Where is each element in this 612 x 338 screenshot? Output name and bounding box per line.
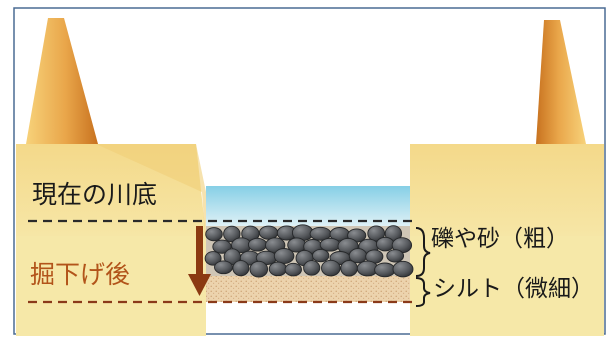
gravel-stone bbox=[303, 260, 321, 276]
silt-layer bbox=[206, 272, 410, 302]
gravel-brace bbox=[415, 227, 431, 277]
right-bank bbox=[410, 20, 604, 336]
gravel-stone bbox=[284, 262, 302, 277]
gravel-stone bbox=[249, 260, 269, 278]
gravel-stone bbox=[247, 237, 268, 252]
gravel-stone bbox=[375, 236, 395, 252]
silt-brace bbox=[415, 277, 431, 307]
gravel-stone bbox=[268, 261, 288, 277]
gravel-stone bbox=[212, 239, 232, 254]
gravel-stone bbox=[319, 237, 341, 252]
diagram-frame bbox=[13, 7, 606, 335]
label-after-dredging: 掘下げ後 bbox=[30, 260, 131, 289]
gravel-stone bbox=[312, 248, 330, 263]
label-current-riverbed: 現在の川底 bbox=[32, 180, 158, 209]
gravel-stone bbox=[273, 248, 295, 264]
label-silt-fine: シルト（微細） bbox=[433, 276, 594, 302]
dredging-arrow bbox=[188, 226, 211, 296]
gravel-stone bbox=[321, 259, 341, 277]
gravel-stones bbox=[204, 224, 414, 278]
gravel-stone bbox=[223, 225, 241, 243]
gravel-stone bbox=[386, 249, 405, 263]
gravel-stone bbox=[340, 260, 358, 277]
river-water bbox=[206, 186, 410, 226]
gravel-stone bbox=[205, 227, 223, 242]
gravel-stone bbox=[214, 260, 233, 275]
gravel-stone bbox=[367, 225, 386, 242]
gravel-stone bbox=[392, 260, 414, 278]
left-bank bbox=[16, 18, 206, 336]
label-gravel-sand-coarse: 礫や砂（粗） bbox=[431, 226, 569, 252]
gravel-stone bbox=[232, 260, 250, 277]
gravel-stone bbox=[374, 262, 396, 278]
gravel-stone bbox=[258, 225, 279, 240]
gravel-stone bbox=[204, 251, 222, 266]
